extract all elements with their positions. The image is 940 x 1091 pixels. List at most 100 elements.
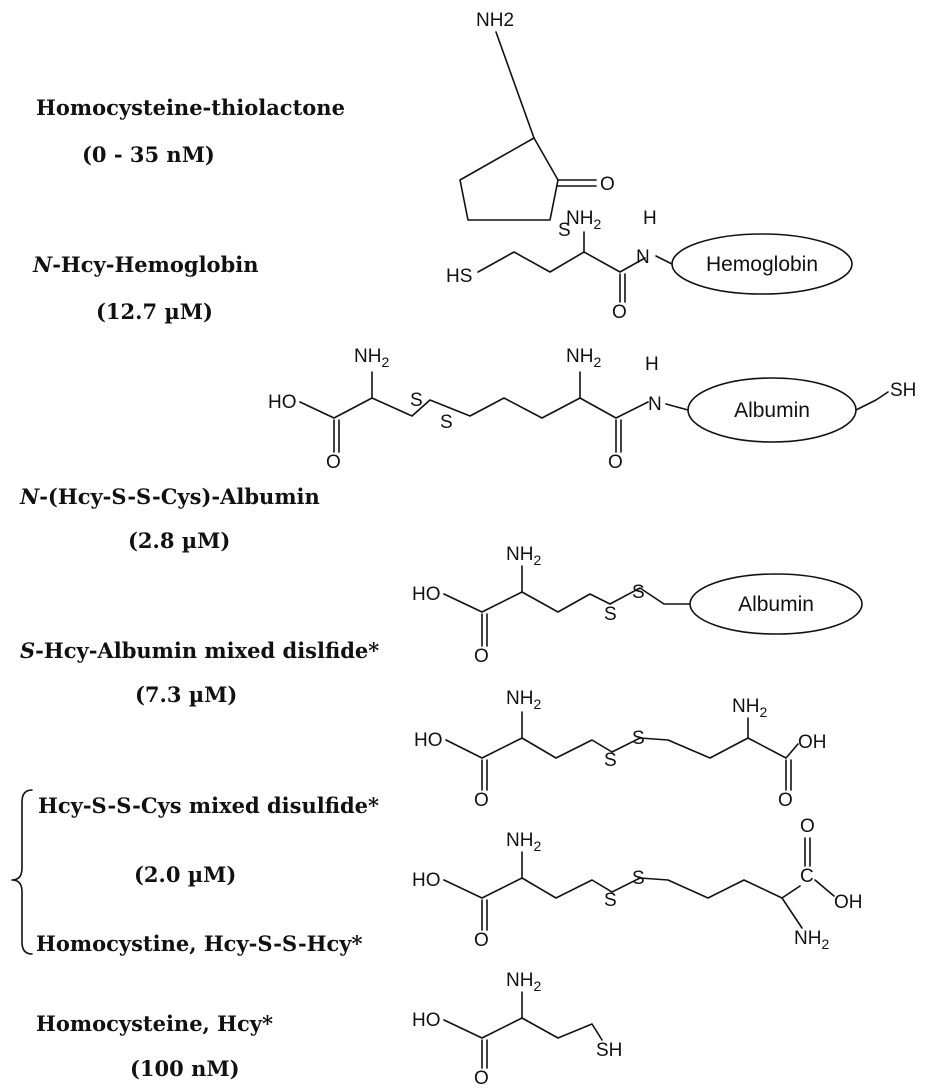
conc-hcy-s-s-cys: (2.0 µM) [134,862,237,887]
atom-sub: 2 [533,696,541,712]
bond-chain [443,877,801,899]
atom-o: O [600,174,615,195]
conc-n-hcy-hemoglobin: (12.7 µM) [96,299,213,324]
label-prefix: N [20,484,40,509]
atom-ho: HO [412,1010,441,1031]
structure-hcy-s-s-cys-albumin: HO NH2 NH2 H O O S S N Albumin SH [268,346,916,473]
atom-sub: 2 [759,704,767,720]
atom-o-right: O [608,452,623,473]
atom-s-1: S [410,390,423,411]
protein-label: Hemoglobin [706,253,818,276]
protein-albumin [689,573,863,635]
label-s-hcy-albumin: S-Hcy-Albumin mixed dislfide* [20,638,379,663]
atom-s-2: S [632,728,645,749]
conc-n-hcy-s-s-cys-albumin: (2.8 µM) [128,528,231,553]
atom-ho: HO [412,584,441,605]
atom-text: NH [506,688,533,709]
protein-label: Albumin [738,593,814,616]
label-prefix: N [33,252,53,277]
atom-n: N [648,394,662,415]
atom-o-right: O [778,790,793,811]
label-text: -(Hcy-S-S-Cys)-Albumin [39,484,320,509]
atom-ho: HO [414,730,443,751]
atom-nh2-right: NH2 [566,346,601,370]
atom-nh2-bottom: NH2 [794,928,829,952]
label-text: -Hcy-Albumin mixed dislfide* [35,638,380,663]
atom-o-left: O [474,790,489,811]
atom-ho: HO [412,870,441,891]
conc-homocysteine: (100 nM) [130,1056,240,1081]
atom-h: H [645,354,659,375]
atom-sub: 2 [533,978,541,994]
atom-sub: 2 [533,838,541,854]
atom-s-2: S [440,412,453,433]
atom-h: H [643,208,657,229]
atom-nh2: NH2 [566,208,601,232]
atom-o-top: O [800,816,815,837]
protein-label: Albumin [734,399,810,422]
bond-chain [443,587,691,613]
label-prefix: S [20,638,36,663]
structure-hcy-hemoglobin: NH2 H HS O N Hemoglobin [446,208,853,323]
atom-o: O [474,646,489,667]
atom-s-2: S [632,582,645,603]
atom-oh: OH [798,732,827,753]
atom-text: NH [794,928,821,949]
atom-text: NH [354,346,381,367]
structure-homocystine: HO NH2 NH2 O C OH O S S [412,816,863,952]
structure-s-hcy-albumin: HO NH2 O S S Albumin [412,544,863,667]
bond-c-n [495,31,535,139]
structure-hcy-s-s-cys: HO NH2 NH2 OH O O S S [414,688,827,811]
atom-n: N [636,247,650,268]
structure-homocysteine: HO NH2 O SH [412,970,622,1089]
bond-chain [445,737,799,759]
bond-c-oh [814,879,835,897]
atom-text: NH [732,696,759,717]
structure-thiolactone: NH2 O S [459,10,615,241]
atom-s: S [558,220,571,241]
atom-nh2: NH2 [506,970,541,994]
atom-o: O [612,302,627,323]
atom-text: NH [506,544,533,565]
atom-sub: 2 [593,354,601,370]
label-homocysteine: Homocysteine, Hcy* [36,1011,273,1036]
atom-o-left: O [326,452,341,473]
bond-c-nh2-bottom [781,897,803,929]
atom-text: NH [566,346,593,367]
atom-nh2-right: NH2 [732,696,767,720]
atom-s-1: S [604,890,617,911]
atom-o: O [474,930,489,951]
bond-protein-sh [855,391,889,411]
bond-chain [477,251,646,273]
atom-ho: HO [268,392,297,413]
atom-sub: 2 [381,354,389,370]
atom-text: NH [506,830,533,851]
bond-ring [459,137,559,221]
label-homocysteine-thiolactone: Homocysteine-thiolactone [36,95,345,120]
conc-homocysteine-thiolactone: (0 - 35 nM) [82,142,215,167]
atom-nh2-left: NH2 [354,346,389,370]
group-brace [11,789,33,955]
protein-hemoglobin [671,233,853,295]
atom-text: NH [566,208,593,229]
atom-nh2-left: NH2 [506,688,541,712]
atom-o: O [474,1068,489,1089]
atom-oh: OH [834,892,863,913]
label-n-hcy-s-s-cys-albumin: N-(Hcy-S-S-Cys)-Albumin [20,484,320,509]
bond-chain [443,1017,603,1041]
atom-nh2-top: NH2 [506,830,541,854]
atom-s-1: S [604,604,617,625]
atom-sub: 2 [533,552,541,568]
bond-n-protein [655,255,673,265]
atom-nh2: NH2 [476,10,514,31]
conc-s-hcy-albumin: (7.3 µM) [135,682,238,707]
label-n-hcy-hemoglobin: N-Hcy-Hemoglobin [33,252,259,277]
atom-c: C [800,866,814,887]
atom-sh: SH [596,1040,622,1061]
atom-sub: 2 [821,936,829,952]
bond-chain [299,397,649,419]
atom-s-1: S [604,750,617,771]
atom-hs: HS [446,266,472,287]
